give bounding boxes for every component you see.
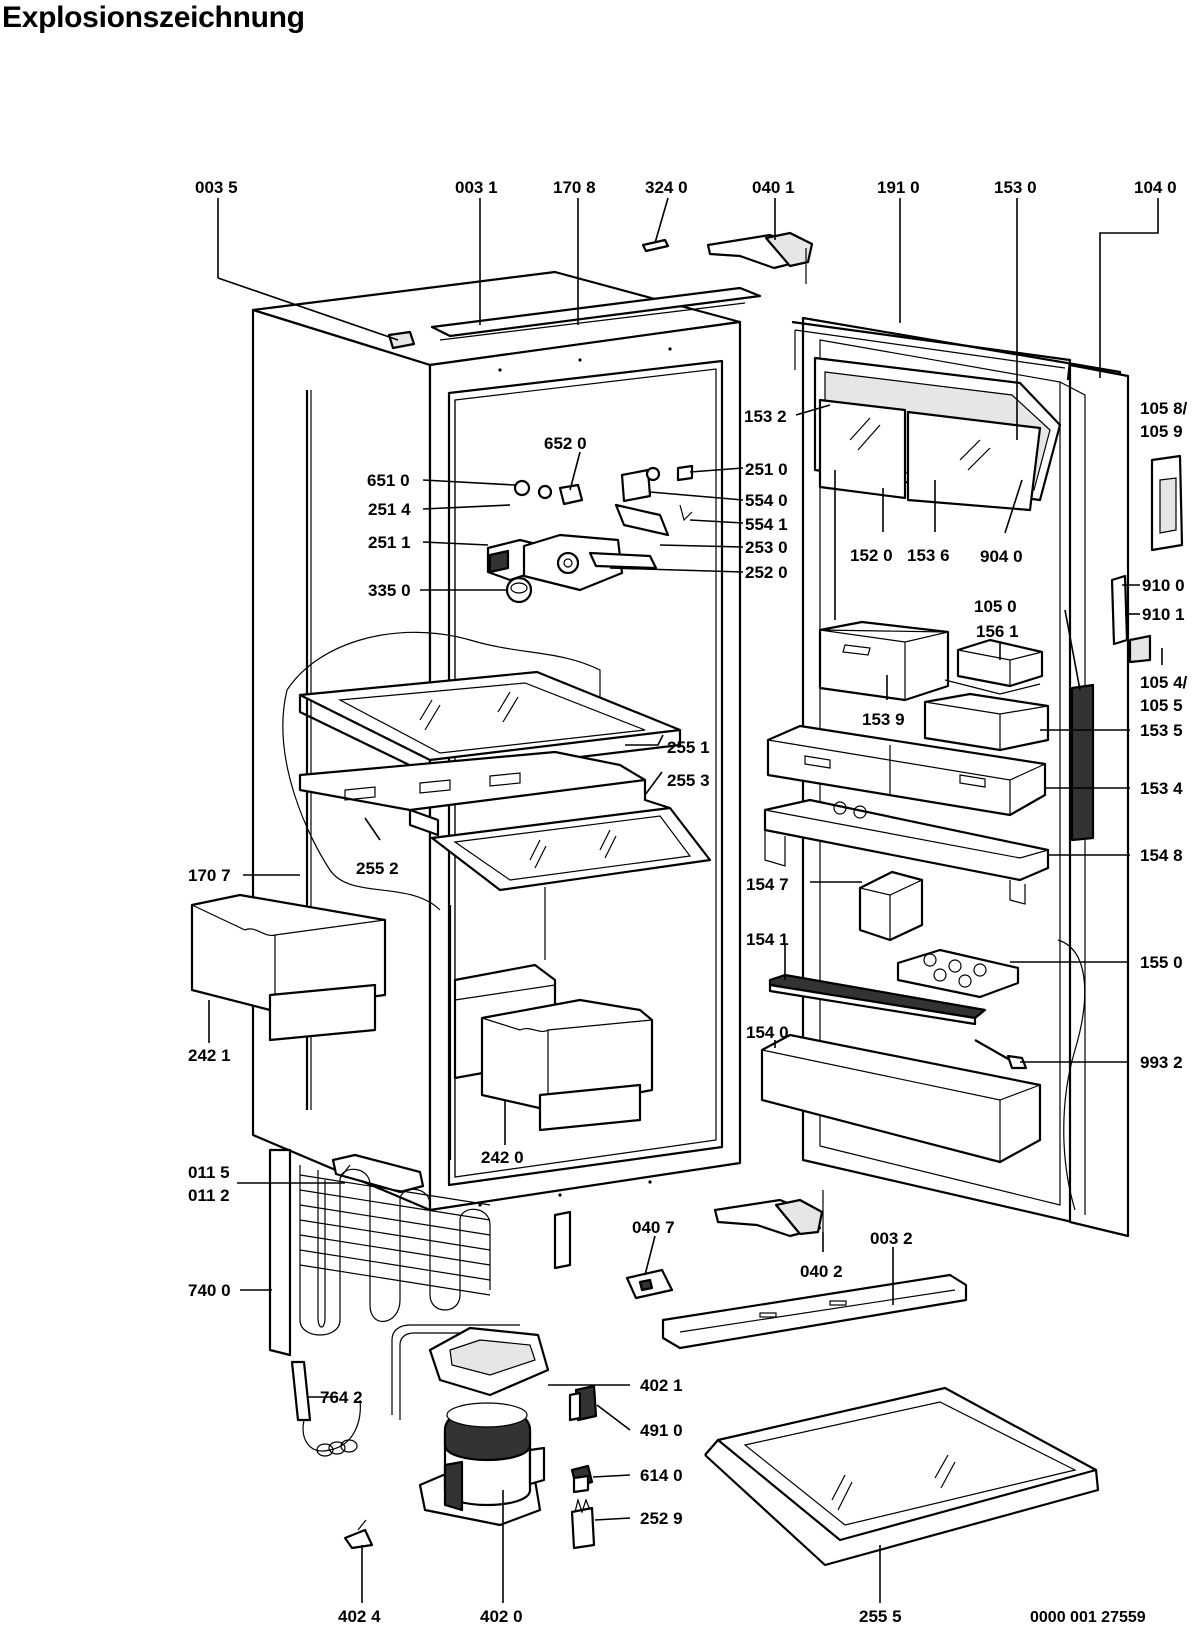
base-strip	[661, 1273, 968, 1350]
label-1040: 104 0	[1134, 178, 1177, 197]
label-5541: 554 1	[745, 515, 788, 534]
top-compartment	[813, 356, 1062, 512]
label-1550: 155 0	[1140, 953, 1183, 972]
label-2510: 251 0	[745, 460, 788, 479]
label-0402: 040 2	[800, 1262, 843, 1281]
crisper-drawer	[480, 998, 654, 1132]
label-3350: 335 0	[368, 581, 411, 600]
label-2555: 255 5	[859, 1607, 902, 1626]
label-7642: 764 2	[320, 1388, 363, 1407]
page-title: Explosionszeichnung	[2, 1, 305, 34]
label-1708: 170 8	[553, 178, 596, 197]
label-1530: 153 0	[994, 178, 1037, 197]
label-4021: 402 1	[640, 1376, 683, 1395]
label-6140: 614 0	[640, 1466, 683, 1485]
label-4024: 402 4	[338, 1607, 381, 1626]
part-labels: 003 5 003 1 170 8 324 0 040 1 191 0 153 …	[188, 178, 1188, 1626]
label-2530: 253 0	[745, 538, 788, 557]
clip	[343, 1519, 374, 1550]
door-tray	[923, 692, 1050, 752]
label-0035: 003 5	[195, 178, 238, 197]
label-4910: 491 0	[640, 1421, 683, 1440]
label-1532: 153 2	[744, 407, 787, 426]
label-1561: 156 1	[976, 622, 1019, 641]
label-6510: 651 0	[367, 471, 410, 490]
egg-tray	[896, 948, 1020, 999]
door-shelf-bar	[763, 798, 1050, 905]
top-hinge	[706, 231, 814, 284]
label-2529: 252 9	[640, 1509, 683, 1528]
label-6520: 652 0	[544, 434, 587, 453]
door-small-holder	[858, 870, 924, 942]
bottle-shelf	[760, 1033, 1042, 1164]
relay-parts	[568, 1384, 598, 1550]
label-1707: 170 7	[188, 866, 231, 885]
label-2520: 252 0	[745, 563, 788, 582]
label-1520: 152 0	[850, 546, 893, 565]
label-0032: 003 2	[870, 1229, 913, 1248]
label-3240: 324 0	[645, 178, 688, 197]
door-box-small	[944, 638, 1044, 695]
label-9040: 904 0	[980, 547, 1023, 566]
label-2514: 251 4	[368, 500, 411, 519]
document-number: 0000 001 27559	[1030, 1609, 1146, 1626]
glass-shelf-lower	[298, 750, 712, 892]
label-0115: 011 5	[188, 1163, 230, 1182]
label-1534: 153 4	[1140, 779, 1183, 798]
label-1548: 154 8	[1140, 846, 1183, 865]
thermostat-assembly	[486, 464, 694, 604]
label-1535: 153 5	[1140, 721, 1183, 740]
thermometer	[974, 1039, 1028, 1070]
filter-dryer	[290, 1360, 361, 1457]
label-0031: 003 1	[455, 178, 498, 197]
label-9932: 993 2	[1140, 1053, 1183, 1072]
label-2553: 255 3	[667, 771, 710, 790]
label-1541: 154 1	[746, 930, 789, 949]
label-0407: 040 7	[632, 1218, 675, 1237]
label-0112: 011 2	[188, 1186, 230, 1205]
label-1059: 105 9	[1140, 422, 1183, 441]
label-1540: 154 0	[746, 1023, 789, 1042]
leader-lines	[208, 197, 1163, 1603]
label-1910: 191 0	[877, 178, 920, 197]
door-side-parts	[1070, 454, 1184, 842]
label-0401: 040 1	[752, 178, 795, 197]
label-1055: 105 5	[1140, 696, 1183, 715]
compressor-mount	[428, 1326, 550, 1397]
label-1547: 154 7	[746, 875, 789, 894]
label-2552: 255 2	[356, 859, 399, 878]
label-1054: 105 4/	[1140, 673, 1188, 692]
label-2511: 251 1	[368, 533, 411, 552]
bottom-hinge	[625, 1190, 824, 1300]
door-shelf-upper	[766, 724, 1047, 817]
door-ledge	[768, 973, 987, 1026]
label-9101: 910 1	[1142, 605, 1185, 624]
label-2551: 255 1	[667, 738, 710, 757]
compressor	[418, 1402, 546, 1527]
label-5540: 554 0	[745, 491, 788, 510]
label-2420: 242 0	[481, 1148, 524, 1167]
label-7400: 740 0	[188, 1281, 231, 1300]
label-9100: 910 0	[1142, 576, 1185, 595]
condenser	[268, 1148, 572, 1357]
glass-shelf-bottom	[704, 1386, 1100, 1567]
label-1539: 153 9	[862, 710, 905, 729]
label-1050: 105 0	[974, 597, 1017, 616]
label-4020: 402 0	[480, 1607, 523, 1626]
label-1536: 153 6	[907, 546, 950, 565]
door-box-large	[818, 620, 950, 702]
label-2421: 242 1	[188, 1046, 231, 1065]
label-1058: 105 8/	[1140, 399, 1188, 418]
crisper-drawer-outer	[190, 893, 387, 1042]
